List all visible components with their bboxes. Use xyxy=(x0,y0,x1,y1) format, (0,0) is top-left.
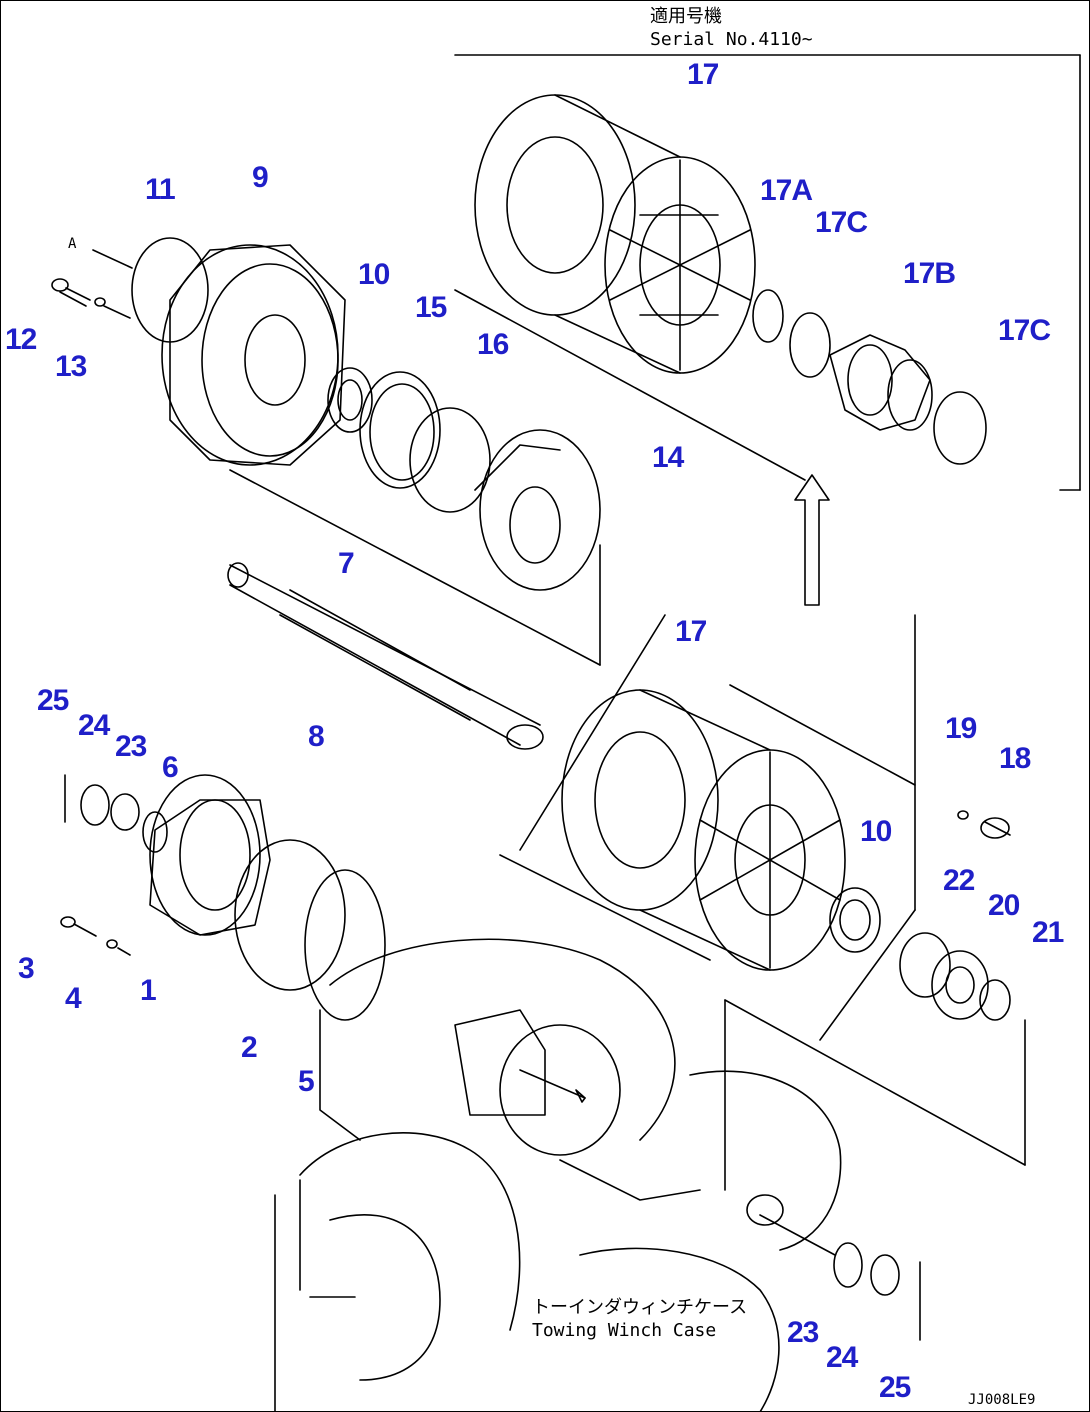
callout-2: 2 xyxy=(241,1031,258,1064)
callout-11: 11 xyxy=(145,173,176,206)
callout-9: 9 xyxy=(252,161,269,194)
serial-label-jp: 適用号機 xyxy=(650,6,722,27)
oring-16 xyxy=(409,407,491,513)
callout-23-right: 23 xyxy=(787,1316,819,1349)
callout-10-lower: 10 xyxy=(860,815,892,848)
callout-5: 5 xyxy=(298,1065,315,1098)
cover-1 xyxy=(149,774,271,936)
callout-8: 8 xyxy=(308,720,325,753)
callout-4: 4 xyxy=(65,982,82,1015)
parts-20-21-22 xyxy=(899,932,1011,1021)
bolt-3 xyxy=(60,916,131,956)
parts-17-subassembly xyxy=(752,289,987,465)
callout-7: 7 xyxy=(338,547,355,580)
callout-17c-lower: 17C xyxy=(998,314,1051,347)
serial-label-en: Serial No.4110~ xyxy=(650,29,813,50)
shaft-8 xyxy=(227,562,544,750)
seal-15 xyxy=(359,371,441,489)
callout-20: 20 xyxy=(988,889,1020,922)
callout-6: 6 xyxy=(162,751,179,784)
callout-18: 18 xyxy=(999,742,1031,775)
case-label-en: Towing Winch Case xyxy=(532,1320,717,1341)
gasket-2 xyxy=(234,839,346,991)
callout-25-right: 25 xyxy=(879,1371,911,1404)
drum-upper xyxy=(474,94,756,374)
callout-16: 16 xyxy=(477,328,509,361)
nut-24-right xyxy=(759,1214,921,1341)
callout-22: 22 xyxy=(943,864,975,897)
cage-14 xyxy=(474,429,601,591)
plate-11 xyxy=(131,237,209,343)
mark-a: A xyxy=(68,236,77,252)
drum-lower xyxy=(561,689,846,971)
callout-24-left: 24 xyxy=(78,709,110,742)
callout-13: 13 xyxy=(55,350,87,383)
callout-10-upper: 10 xyxy=(358,258,390,291)
callout-3: 3 xyxy=(18,952,35,985)
callout-25-left: 25 xyxy=(37,684,69,717)
serial-range-bracket xyxy=(454,54,1081,491)
callout-19: 19 xyxy=(945,712,977,745)
oring-5 xyxy=(304,869,386,1021)
callout-17a: 17A xyxy=(760,174,813,207)
case-label-jp: トーインダウィンチケース xyxy=(532,1297,748,1318)
nut-24-left xyxy=(64,774,168,853)
bearing-10-lower xyxy=(829,887,881,953)
callout-15: 15 xyxy=(415,291,447,324)
winch-case xyxy=(274,938,842,1412)
callout-24-right: 24 xyxy=(826,1341,858,1374)
bolt-12 xyxy=(51,249,133,319)
callout-21: 21 xyxy=(1032,916,1064,949)
bearing-10-upper xyxy=(327,367,373,433)
callout-14: 14 xyxy=(652,441,684,474)
callout-17c-upper: 17C xyxy=(815,206,868,239)
callout-23-left: 23 xyxy=(115,730,147,763)
assembly-guide-lines xyxy=(229,289,1026,1191)
callout-17-upper: 17 xyxy=(687,58,719,91)
callout-17b: 17B xyxy=(903,257,956,290)
screw-18 xyxy=(957,810,1011,839)
gear-9 xyxy=(161,244,346,466)
drawing-code: JJ008LE9 xyxy=(968,1392,1036,1408)
callout-12: 12 xyxy=(5,323,37,356)
callout-1: 1 xyxy=(140,974,157,1007)
callout-17-lower: 17 xyxy=(675,615,707,648)
